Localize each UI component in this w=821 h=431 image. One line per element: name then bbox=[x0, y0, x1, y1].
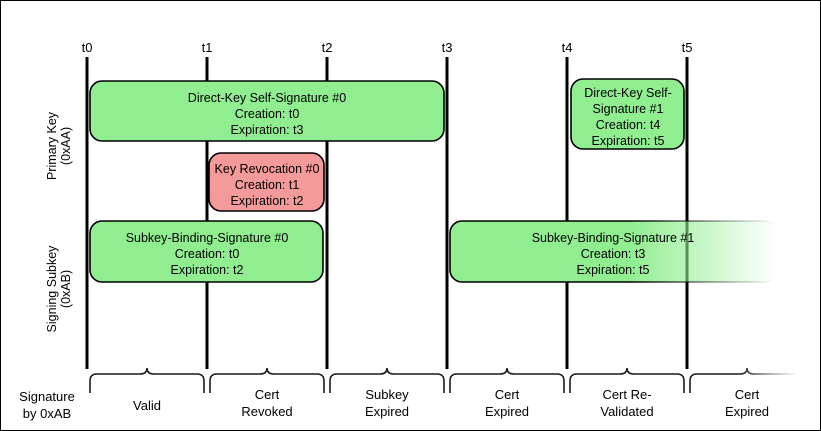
tick-label-t3: t3 bbox=[442, 40, 453, 55]
tick-label-t5: t5 bbox=[682, 40, 693, 55]
phase-label-line2: Expired bbox=[365, 404, 409, 419]
phase-cert-expired-1: Cert Expired bbox=[449, 367, 565, 419]
event-title: Key Revocation #0 bbox=[215, 162, 320, 176]
phase-brace bbox=[89, 367, 205, 393]
tick-labels: t0 t1 t2 t3 t4 t5 bbox=[82, 40, 693, 55]
event-title: Subkey-Binding-Signature #0 bbox=[126, 231, 289, 245]
phase-label-line2: Validated bbox=[600, 404, 653, 419]
row-label-signing-subkey: Signing Subkey (0xAB) bbox=[45, 245, 73, 333]
event-creation: Creation: t1 bbox=[235, 178, 300, 192]
phase-valid: Valid bbox=[89, 367, 205, 413]
footer-corner-label-line2: by 0xAB bbox=[23, 406, 71, 421]
event-creation: Creation: t3 bbox=[581, 247, 646, 261]
phase-label-line2: Revoked bbox=[241, 404, 292, 419]
row-label-signing-subkey-line2: (0xAB) bbox=[59, 270, 73, 308]
event-direct-key-self-signature-1[interactable]: Direct-Key Self- Signature #1 Creation: … bbox=[570, 78, 685, 150]
phase-brace bbox=[209, 367, 325, 393]
event-subkey-binding-signature-0[interactable]: Subkey-Binding-Signature #0 Creation: t0… bbox=[89, 220, 324, 283]
tick-label-t2: t2 bbox=[322, 40, 333, 55]
row-label-primary-key: Primary Key (0xAA) bbox=[45, 111, 73, 180]
event-expiration: Expiration: t2 bbox=[171, 263, 244, 277]
row-label-primary-key-line1: Primary Key bbox=[45, 111, 59, 180]
phase-cert-revalidated: Cert Re- Validated bbox=[569, 367, 685, 419]
event-box-shape[interactable] bbox=[89, 220, 324, 283]
event-title: Direct-Key Self-Signature #0 bbox=[188, 91, 346, 105]
phase-label-line1: Cert bbox=[255, 387, 280, 402]
event-direct-key-self-signature-0[interactable]: Direct-Key Self-Signature #0 Creation: t… bbox=[89, 80, 445, 142]
event-creation: Creation: t0 bbox=[235, 107, 300, 121]
phase-label-line1: Valid bbox=[133, 398, 161, 413]
phase-brace bbox=[689, 367, 797, 393]
phase-label-line1: Subkey bbox=[365, 387, 409, 402]
phase-label-line1: Cert bbox=[735, 387, 760, 402]
event-expiration: Expiration: t5 bbox=[577, 263, 650, 277]
event-creation: Creation: t0 bbox=[175, 247, 240, 261]
phase-subkey-expired: Subkey Expired bbox=[329, 367, 445, 419]
event-creation: Creation: t4 bbox=[596, 118, 661, 132]
phase-label-line2: Expired bbox=[485, 404, 529, 419]
phase-cert-expired-2: Cert Expired bbox=[689, 367, 797, 419]
event-key-revocation-0[interactable]: Key Revocation #0 Creation: t1 Expiratio… bbox=[208, 152, 325, 212]
event-box-shape[interactable] bbox=[570, 78, 685, 150]
footer-corner-label: Signature by 0xAB bbox=[19, 389, 75, 421]
phase-label-line1: Cert Re- bbox=[602, 387, 651, 402]
tick-label-t1: t1 bbox=[202, 40, 213, 55]
event-box-shape[interactable] bbox=[89, 80, 445, 142]
footer-corner-label-line1: Signature bbox=[19, 389, 75, 404]
phase-brace bbox=[569, 367, 685, 393]
phase-label-line2: Expired bbox=[725, 404, 769, 419]
tick-label-t4: t4 bbox=[562, 40, 573, 55]
axis-rules bbox=[53, 73, 791, 218]
phase-label-line1: Cert bbox=[495, 387, 520, 402]
phase-cert-revoked: Cert Revoked bbox=[209, 367, 325, 419]
event-box-shape[interactable] bbox=[449, 220, 777, 283]
event-title-line2: Signature #1 bbox=[593, 102, 664, 116]
row-label-signing-subkey-line1: Signing Subkey bbox=[45, 245, 59, 333]
phase-brace bbox=[329, 367, 445, 393]
event-expiration: Expiration: t5 bbox=[592, 134, 665, 148]
event-expiration: Expiration: t2 bbox=[231, 194, 304, 208]
tick-label-t0: t0 bbox=[82, 40, 93, 55]
event-expiration: Expiration: t3 bbox=[231, 123, 304, 137]
event-box-shape[interactable] bbox=[208, 152, 325, 212]
phase-brace bbox=[449, 367, 565, 393]
event-title-line1: Direct-Key Self- bbox=[584, 86, 672, 100]
event-subkey-binding-signature-1[interactable]: Subkey-Binding-Signature #1 Creation: t3… bbox=[449, 220, 777, 283]
row-label-primary-key-line2: (0xAA) bbox=[59, 127, 73, 165]
event-title: Subkey-Binding-Signature #1 bbox=[532, 231, 695, 245]
